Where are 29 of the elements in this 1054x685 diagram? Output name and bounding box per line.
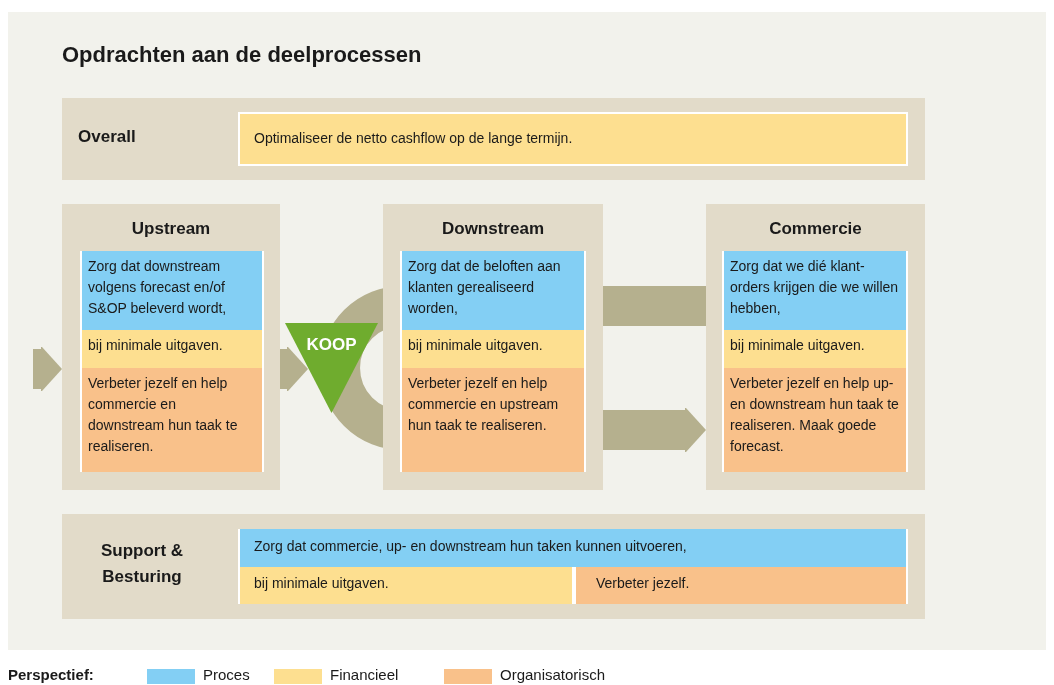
task-box: bij minimale uitgaven.: [80, 330, 264, 368]
group-panel: [383, 204, 603, 490]
panel-heading: Overall: [78, 126, 136, 148]
panel-heading: Downstream: [441, 218, 545, 240]
legend-label: Financieel: [330, 666, 399, 683]
legend-title: Perspectief:: [8, 666, 94, 683]
group-panel: [62, 204, 280, 490]
task-box: bij minimale uitgaven.: [722, 330, 908, 368]
group-panel: [706, 204, 925, 490]
task-box: bij minimale uitgaven.: [238, 567, 574, 604]
panel-heading: Commercie: [768, 218, 863, 240]
legend-label: Proces: [203, 666, 250, 683]
group-panel: [62, 98, 925, 180]
task-box: Verbeter jezelf en help commercie en downstream hun taak te realiseren.: [80, 368, 264, 472]
task-box: Verbeter jezelf.: [574, 567, 908, 604]
task-box: Zorg dat de beloften aan klanten gerealiseerd worden,: [400, 251, 586, 330]
task-box: Verbeter jezelf en help up- en downstream hun taak te realiseren. Maak goede forecast.: [722, 368, 908, 472]
panel-heading: Support & Besturing: [99, 540, 185, 588]
task-box: Zorg dat downstream volgens forecast en/of S&OP beleverd wordt,: [80, 251, 264, 330]
diagram-title: Opdrachten aan de deelprocessen: [62, 42, 422, 68]
task-box: Optimaliseer de netto cashflow op de lange termijn.: [238, 112, 908, 166]
task-box: Zorg dat we dié klant-orders krijgen die we willen hebben,: [722, 251, 908, 330]
group-panel: [62, 514, 925, 619]
legend-label: Organisatorisch: [500, 666, 606, 683]
panel-heading: Upstream: [130, 218, 212, 240]
task-box: Zorg dat commercie, up- en downstream hun taken kunnen uitvoeren,: [238, 529, 908, 567]
triangle-label: KOOP: [305, 335, 358, 355]
task-box: bij minimale uitgaven.: [400, 330, 586, 368]
task-box: Verbeter jezelf en help commercie en upstream hun taak te realiseren.: [400, 368, 586, 472]
